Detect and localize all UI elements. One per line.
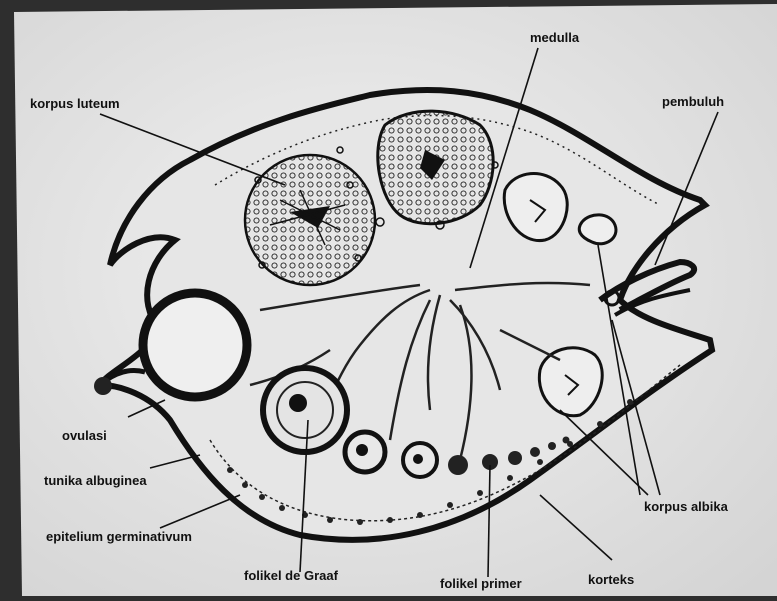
label-folikel-de-graaf: folikel de Graaf	[244, 568, 339, 583]
label-epitelium-germinativum: epitelium germinativum	[46, 529, 192, 544]
corpus-albicans-large	[378, 111, 493, 224]
label-korpus-luteum: korpus luteum	[30, 96, 120, 111]
graafian-follicle	[263, 368, 347, 452]
label-folikel-primer: folikel primer	[440, 576, 522, 591]
label-ovulasi: ovulasi	[62, 428, 107, 443]
label-korteks: korteks	[588, 572, 634, 587]
label-korpus-albika: korpus albika	[644, 499, 729, 514]
label-tunika-albuginea: tunika albuginea	[44, 473, 147, 488]
label-medulla: medulla	[530, 30, 580, 45]
label-pembuluh: pembuluh	[662, 94, 724, 109]
